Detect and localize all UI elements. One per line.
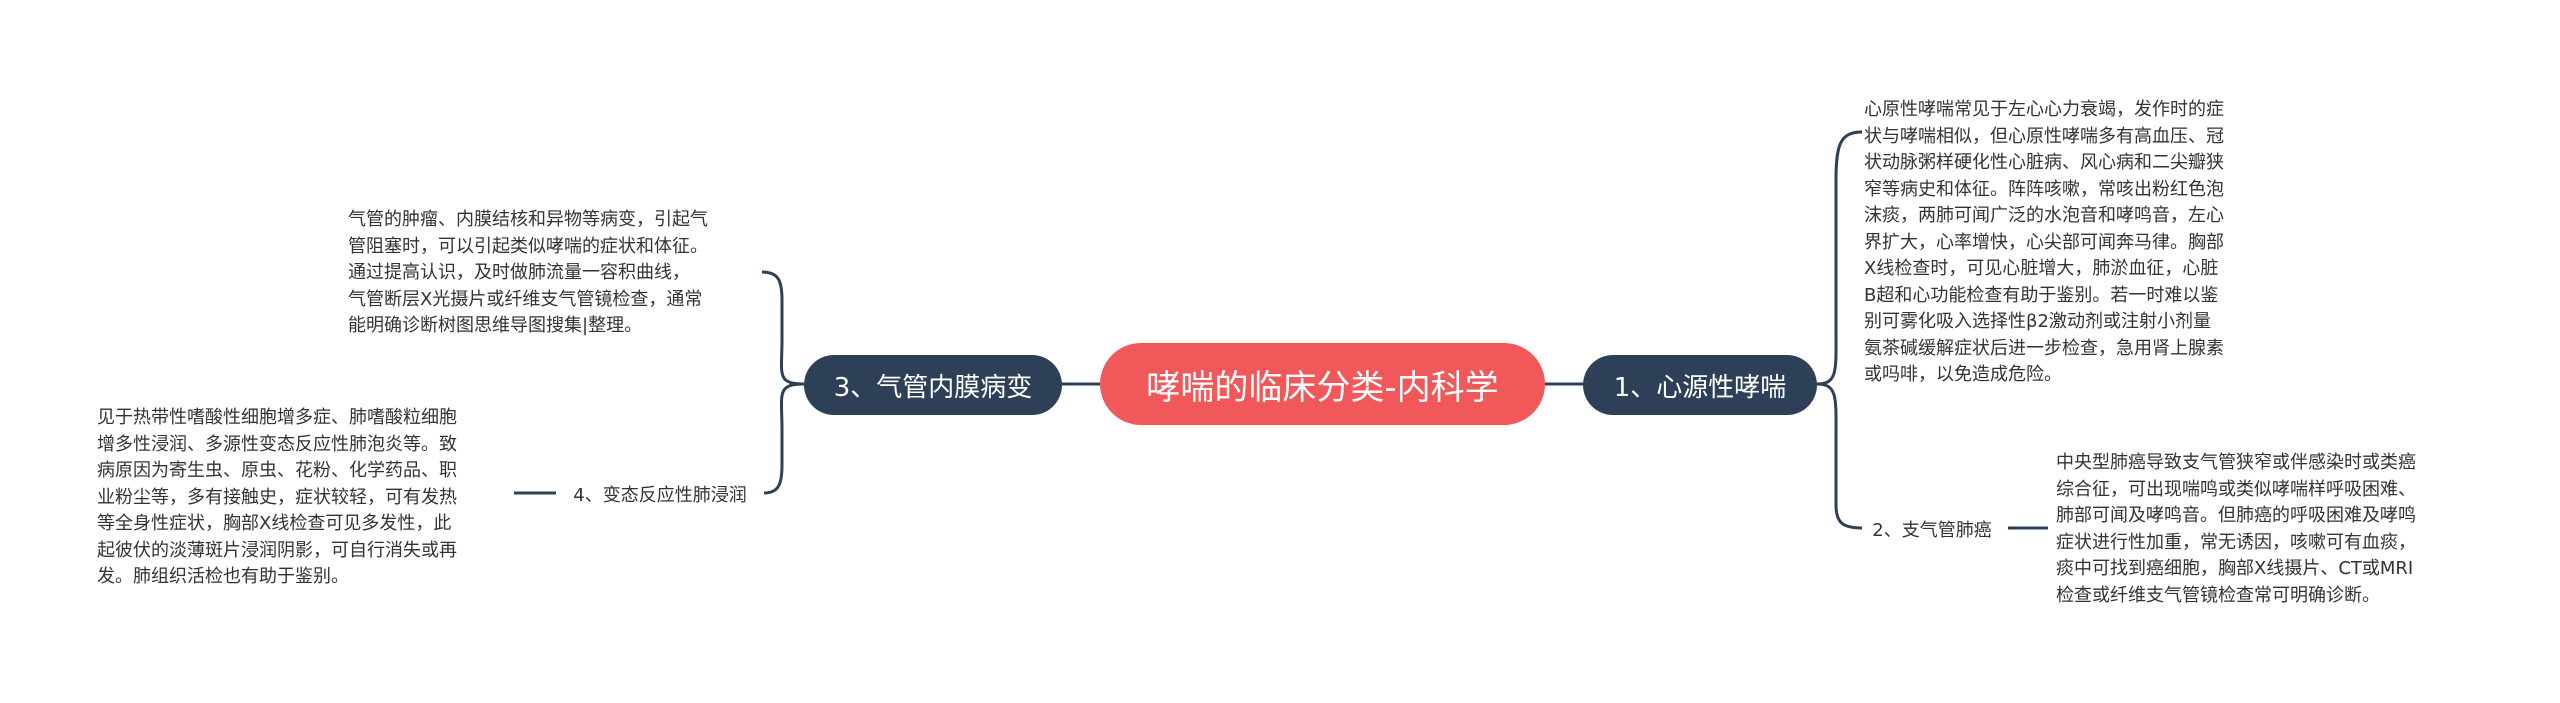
description-line: 见于热带性嗜酸性细胞增多症、肺嗜酸粒细胞 [97,407,457,428]
description-line: 能明确诊断树图思维导图搜集|整理。 [348,315,643,336]
cardiac-asthma-description: 心原性哮喘常见于左心心力衰竭，发作时的症 状与哮喘相似，但心原性哮喘多有高血压、… [1864,97,2224,389]
description-line: 氨茶碱缓解症状后进一步检查，急用肾上腺素 [1864,337,2224,359]
description-line: 心原性哮喘常见于左心心力衰竭，发作时的症 [1864,99,2224,120]
branch-cardiac-asthma[interactable]: 1、心源性哮喘 [1583,355,1817,415]
description-line: 发。肺组织活检也有助于鉴别。 [97,566,349,587]
branch-allergic-infiltration[interactable]: 4、变态反应性肺浸润 [556,480,764,508]
description-line: 综合征，可出现喘鸣或类似哮喘样呼吸困难、 [2056,478,2416,500]
branch-lung-cancer[interactable]: 2、支气管肺癌 [1862,515,2002,543]
branch-allergic-infiltration-label: 4、变态反应性肺浸润 [573,485,747,506]
lung-cancer-description: 中央型肺癌导致支气管狭窄或伴感染时或类癌 综合征，可出现喘鸣或类似哮喘样呼吸困难… [2056,450,2416,609]
description-line: 痰中可找到癌细胞，胸部X线摄片、CT或MRI [2056,558,2414,579]
branch-lung-cancer-label: 2、支气管肺癌 [1872,520,1992,541]
allergic-infiltration-description: 见于热带性嗜酸性细胞增多症、肺嗜酸粒细胞 增多性浸润、多源性变态反应性肺泡炎等。… [97,405,457,591]
description-line: X线检查时，可见心脏增大，肺淤血征，心脏 [1864,258,2219,279]
root-label: 哮喘的临床分类-内科学 [1146,367,1499,408]
description-line: 状动脉粥样硬化性心脏病、风心病和二尖瓣狭 [1864,152,2224,173]
description-line: 通过提高认识，及时做肺流量一容积曲线， [348,262,690,283]
description-line: 状与哮喘相似，但心原性哮喘多有高血压、冠 [1864,125,2224,147]
link-right-to-description [1816,130,1863,386]
airway-lesion-description: 气管的肿瘤、内膜结核和异物等病变，引起气 管阻塞时，可以引起类似哮喘的症状和体征… [348,207,708,340]
description-line: 病原因为寄生虫、原虫、花粉、化学药品、职 [97,460,457,481]
root-node[interactable]: 哮喘的临床分类-内科学 [1100,343,1545,425]
description-line: 症状进行性加重，常无诱因，咳嗽可有血痰， [2056,531,2416,553]
description-line: 气管断层X光摄片或纤维支气管镜检查，通常 [348,288,703,310]
description-line: 中央型肺癌导致支气管狭窄或伴感染时或类癌 [2056,452,2416,473]
description-line: 增多性浸润、多源性变态反应性肺泡炎等。致 [97,433,457,455]
description-line: 起彼伏的淡薄斑片浸润阴影，可自行消失或再 [97,539,457,561]
description-line: B超和心功能检查有助于鉴别。若一时难以鉴 [1864,284,2219,306]
description-line: 管阻塞时，可以引起类似哮喘的症状和体征。 [348,235,708,257]
branch-cardiac-asthma-label: 1、心源性哮喘 [1613,372,1787,403]
description-line: 界扩大，心率增快，心尖部可闻奔马律。胸部 [1864,231,2224,253]
description-line: 检查或纤维支气管镜检查常可明确诊断。 [2056,584,2380,606]
description-line: 等全身性症状，胸部X线检查可见多发性，此 [97,513,452,534]
description-line: 或吗啡，以免造成危险。 [1864,364,2062,385]
link-right-to-child [1816,382,1863,530]
branch-airway-lesion-label: 3、气管内膜病变 [833,372,1033,403]
description-line: 气管的肿瘤、内膜结核和异物等病变，引起气 [348,209,708,230]
description-line: 肺部可闻及哮鸣音。但肺癌的呼吸困难及哮鸣 [2056,505,2416,526]
description-line: 业粉尘等，多有接触史，症状较轻，可有发热 [97,486,457,508]
description-line: 别可雾化吸入选择性β2激动剂或注射小剂量 [1864,311,2211,332]
description-line: 沫痰，两肺可闻广泛的水泡音和哮鸣音，左心 [1864,205,2224,226]
branch-airway-lesion[interactable]: 3、气管内膜病变 [804,355,1062,415]
link-left-to-description [761,270,805,386]
link-left-to-child [763,382,805,495]
description-line: 窄等病史和体征。阵阵咳嗽，常咳出粉红色泡 [1864,178,2224,200]
